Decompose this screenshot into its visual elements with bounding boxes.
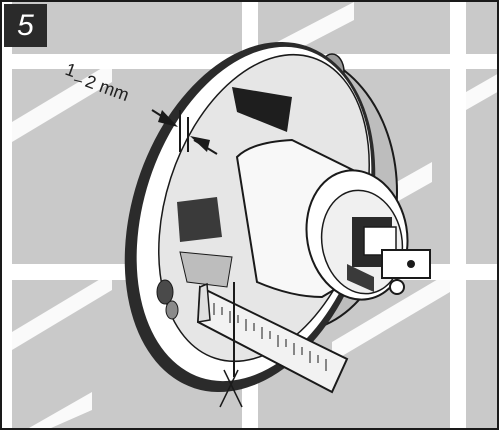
rosette-screw-left-2 [165, 300, 179, 320]
measurement-marker [219, 282, 243, 408]
cartridge-spindle [381, 249, 431, 279]
rosette-screw-left [156, 279, 174, 305]
tile-highlight-4 [332, 272, 450, 362]
cone-shadow [179, 251, 233, 288]
ruler [196, 282, 349, 394]
cartridge-clip [347, 264, 374, 292]
grout-vertical-2 [450, 2, 466, 428]
grout-vertical-left [2, 2, 12, 428]
dim-arrow-left-head [158, 110, 178, 127]
spindle-screw [407, 260, 415, 268]
cone-reflection-2 [177, 197, 222, 242]
tile-highlight-5 [12, 272, 112, 350]
dim-arrow-right-head [190, 136, 210, 152]
cone-reflection-1 [232, 87, 292, 132]
spindle-wheel [389, 279, 405, 295]
tile-highlight-6 [466, 74, 497, 110]
tile-highlight-7 [29, 392, 92, 428]
step-number-badge: 5 [4, 4, 47, 47]
x-mark-stroke-1 [223, 369, 243, 408]
valve-body [235, 138, 431, 301]
dimension-dash [73, 79, 83, 83]
ruler-end [197, 282, 211, 323]
tile-highlight-1 [12, 62, 112, 142]
ruler-ticks [213, 303, 327, 371]
x-mark-stroke-2 [219, 369, 239, 408]
